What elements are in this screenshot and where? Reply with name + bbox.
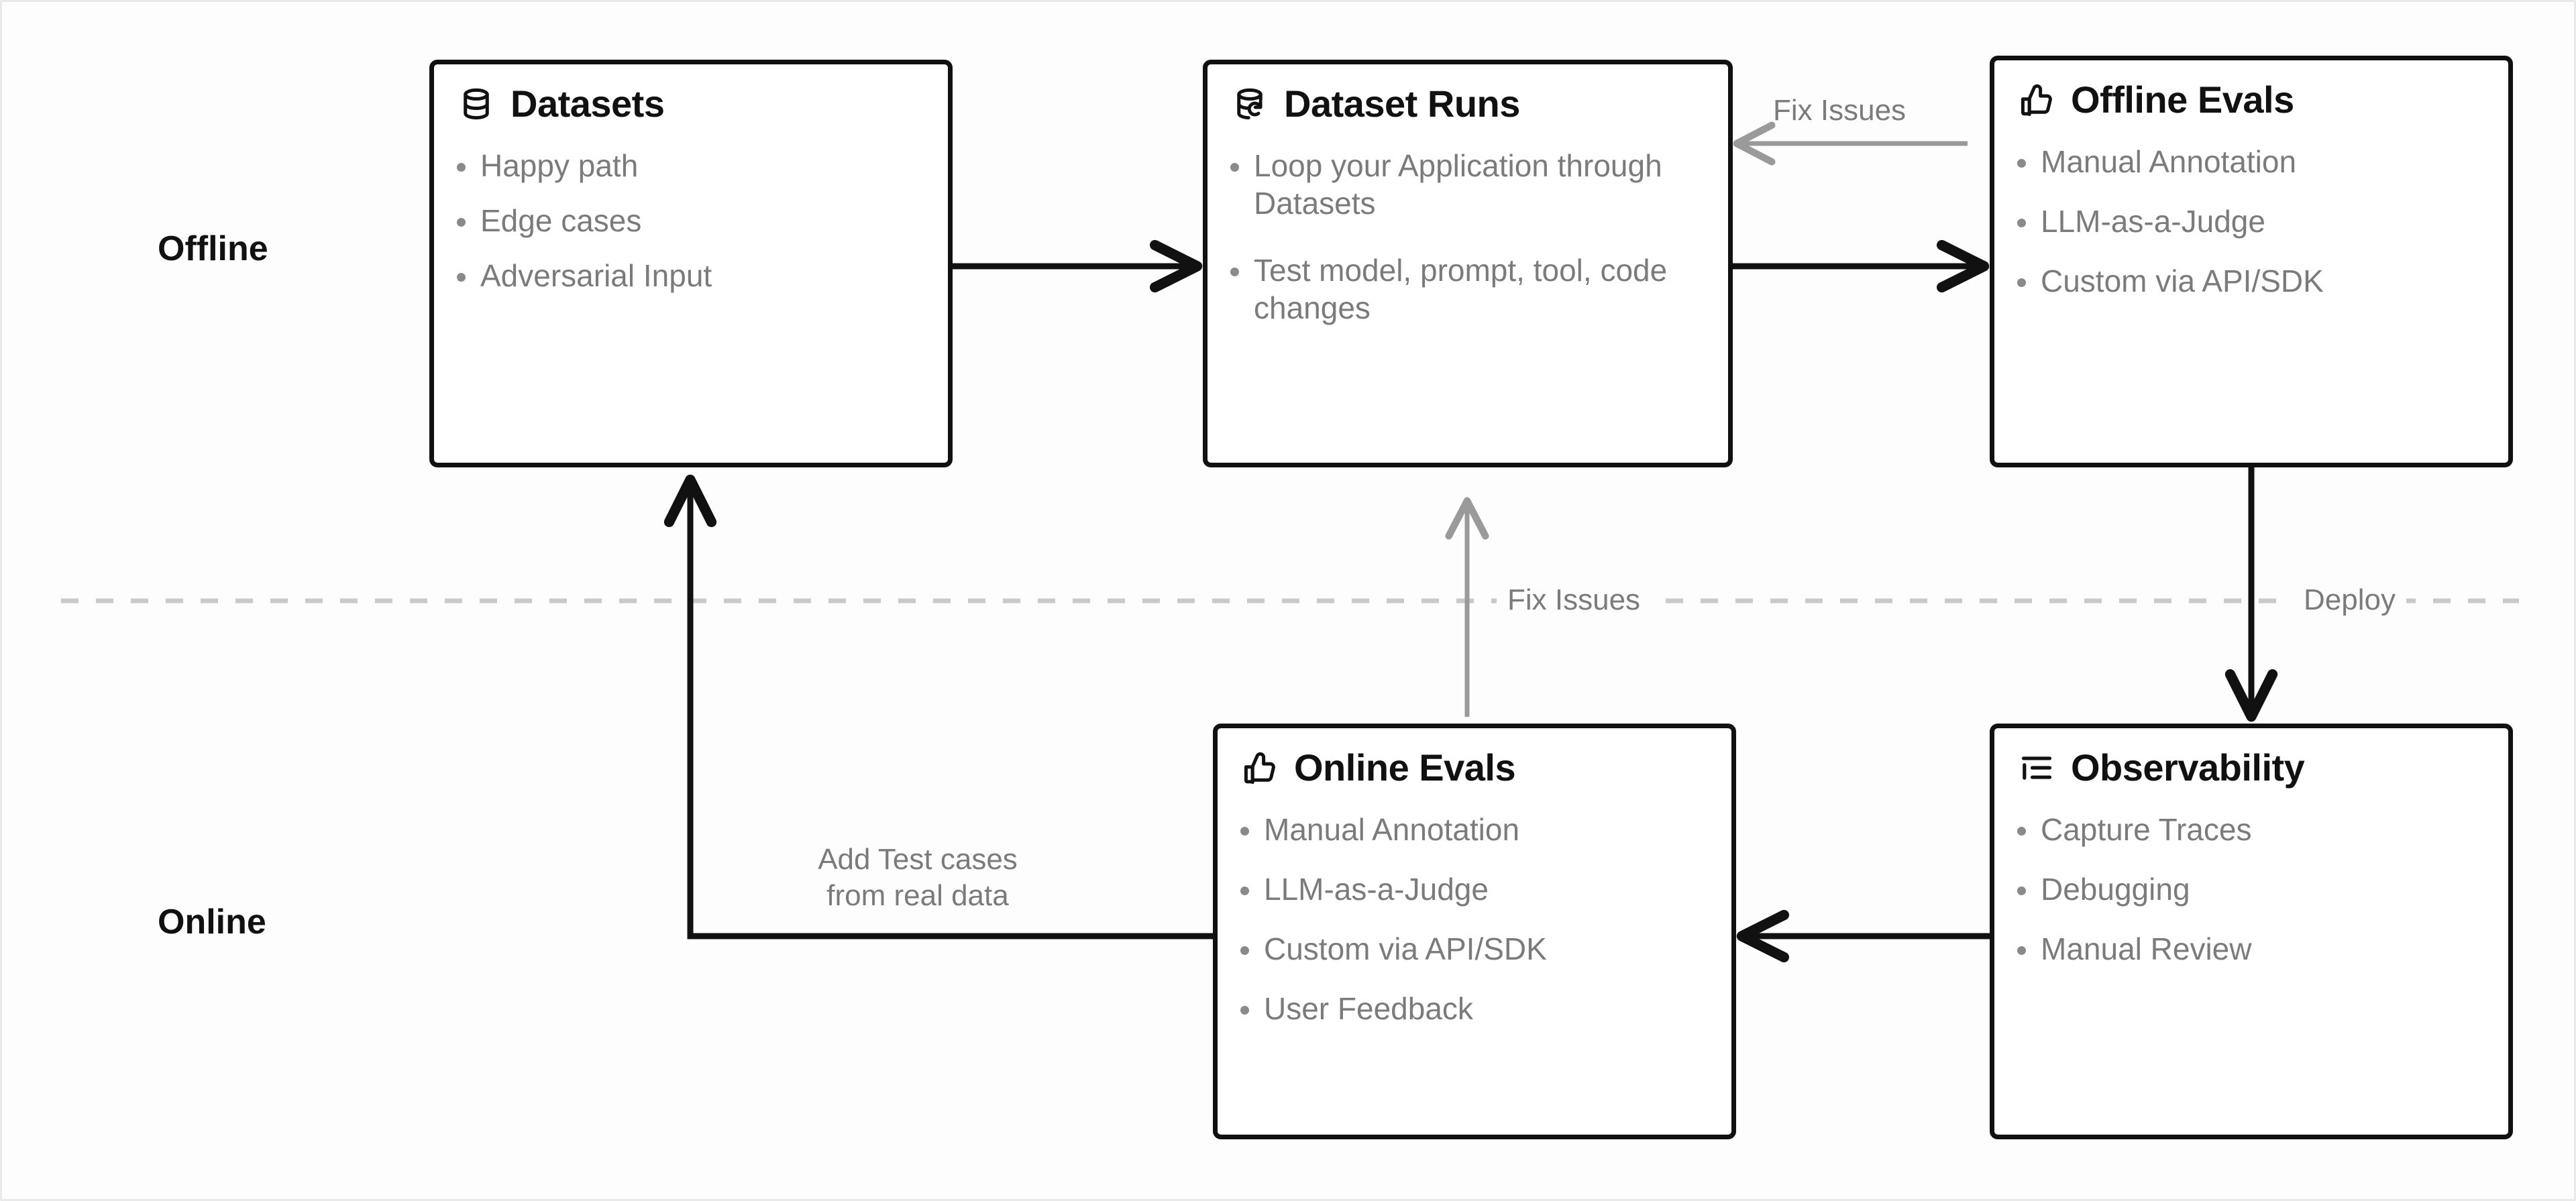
bullet-dot xyxy=(1240,1006,1249,1015)
bullet-list: Capture Traces Debugging Manual Review xyxy=(2017,811,2485,968)
node-title: Dataset Runs xyxy=(1284,82,1520,125)
bullet-dot xyxy=(1230,162,1239,172)
phase-label-online: Online xyxy=(158,903,266,941)
list-item: Manual Annotation xyxy=(1240,811,1709,848)
node-title: Datasets xyxy=(511,82,665,125)
bullet-dot xyxy=(1230,268,1239,277)
phase-label-offline: Offline xyxy=(158,229,268,268)
list-item: Manual Review xyxy=(2017,930,2485,968)
bullet-list: Loop your Application through Datasets T… xyxy=(1230,147,1705,327)
node-online-evals[interactable]: Online Evals Manual Annotation LLM-as-a-… xyxy=(1213,724,1736,1139)
node-header: Datasets xyxy=(457,84,925,124)
list-item: Custom via API/SDK xyxy=(1240,930,1709,968)
list-item: Custom via API/SDK xyxy=(2017,262,2485,300)
bullet-text: Adversarial Input xyxy=(480,258,712,294)
list-item: LLM-as-a-Judge xyxy=(2017,203,2485,240)
bullet-dot xyxy=(1240,946,1249,956)
bullet-text: Loop your Application through Datasets xyxy=(1254,148,1662,221)
list-item: Edge cases xyxy=(457,202,925,239)
bullet-dot xyxy=(2017,946,2026,956)
bullet-dot xyxy=(457,273,466,282)
node-title: Observability xyxy=(2071,746,2305,789)
bullet-dot xyxy=(2017,278,2026,288)
list-item: LLM-as-a-Judge xyxy=(1240,870,1709,908)
thumbs-up-icon xyxy=(1240,748,1279,787)
bullet-text: Debugging xyxy=(2041,871,2190,907)
database-refresh-icon xyxy=(1230,84,1269,123)
node-datasets[interactable]: Datasets Happy path Edge cases Adversari… xyxy=(429,60,953,467)
list-item: Happy path xyxy=(457,147,925,184)
edge-label-fix-issues-top: Fix Issues xyxy=(1773,94,1907,127)
bullet-text: Manual Annotation xyxy=(1264,811,1520,847)
bullet-text: Custom via API/SDK xyxy=(2041,264,2324,299)
node-header: Online Evals xyxy=(1240,748,1709,788)
node-header: Offline Evals xyxy=(2017,80,2485,120)
list-tree-icon xyxy=(2017,748,2056,787)
bullet-text: Happy path xyxy=(480,148,639,183)
list-item: Debugging xyxy=(2017,870,2485,908)
bullet-text: Manual Annotation xyxy=(2041,144,2297,179)
bullet-dot xyxy=(2017,886,2026,895)
node-header: Observability xyxy=(2017,748,2485,788)
node-title: Offline Evals xyxy=(2071,78,2294,121)
bullet-text: Test model, prompt, tool, code changes xyxy=(1254,253,1668,326)
bullet-dot xyxy=(2017,826,2026,836)
bullet-text: LLM-as-a-Judge xyxy=(1264,871,1489,907)
node-observability[interactable]: Observability Capture Traces Debugging M… xyxy=(1990,724,2513,1139)
bullet-dot xyxy=(2017,218,2026,227)
bullet-text: Edge cases xyxy=(480,203,642,238)
bullet-text: LLM-as-a-Judge xyxy=(2041,203,2265,239)
bullet-list: Happy path Edge cases Adversarial Input xyxy=(457,147,925,294)
list-item: User Feedback xyxy=(1240,990,1709,1027)
bullet-dot xyxy=(457,217,466,227)
database-icon xyxy=(457,84,496,123)
node-dataset-runs[interactable]: Dataset Runs Loop your Application throu… xyxy=(1203,60,1733,467)
thumbs-up-icon xyxy=(2017,80,2056,119)
list-item: Capture Traces xyxy=(2017,811,2485,848)
node-header: Dataset Runs xyxy=(1230,84,1705,124)
list-item: Test model, prompt, tool, code changes xyxy=(1230,251,1705,327)
edge-label-add-test-cases: Add Test cases from real data xyxy=(818,843,1018,912)
bullet-text: Custom via API/SDK xyxy=(1264,931,1547,967)
bullet-list: Manual Annotation LLM-as-a-Judge Custom … xyxy=(2017,143,2485,300)
bullet-text: User Feedback xyxy=(1264,991,1473,1027)
bullet-list: Manual Annotation LLM-as-a-Judge Custom … xyxy=(1240,811,1709,1027)
bullet-text: Manual Review xyxy=(2041,931,2252,967)
bullet-text: Capture Traces xyxy=(2041,811,2252,847)
bullet-dot xyxy=(1240,886,1249,895)
list-item: Adversarial Input xyxy=(457,257,925,294)
edge-label-deploy: Deploy xyxy=(2293,582,2406,618)
edge-label-fix-issues-middle: Fix Issues xyxy=(1497,582,1652,618)
bullet-dot xyxy=(1240,826,1249,836)
list-item: Loop your Application through Datasets xyxy=(1230,147,1705,222)
bullet-dot xyxy=(2017,158,2026,168)
node-title: Online Evals xyxy=(1294,746,1516,789)
node-offline-evals[interactable]: Offline Evals Manual Annotation LLM-as-a… xyxy=(1990,56,2513,467)
bullet-dot xyxy=(457,162,466,172)
list-item: Manual Annotation xyxy=(2017,143,2485,180)
